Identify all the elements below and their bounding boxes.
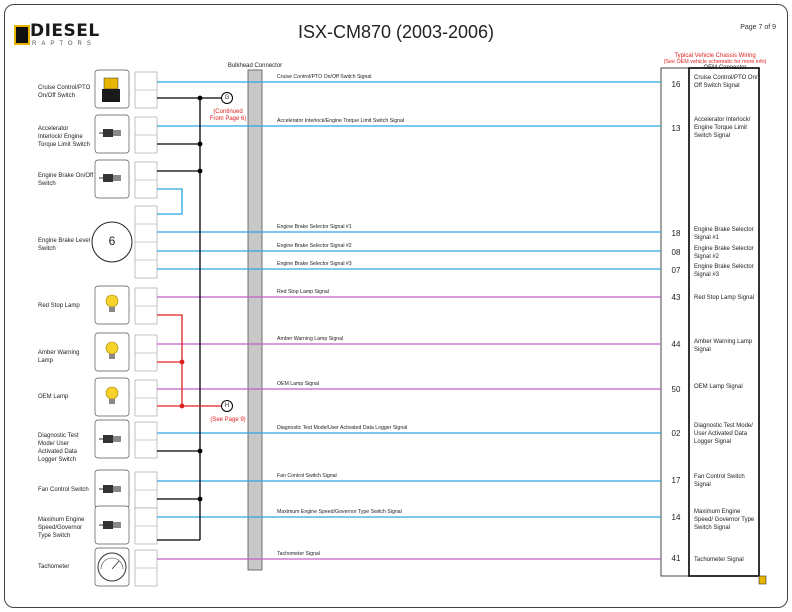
offpage-h-letter: H	[224, 403, 230, 409]
oem-signal-label: Amber Warning Lamp Signal	[694, 339, 753, 353]
component-label: Engine Brake On/Off Switch	[38, 173, 94, 187]
toggle-switch-icon	[99, 129, 121, 137]
component-label: Fan Control Switch	[38, 487, 89, 493]
offpage-g-note-line1: (Continued	[213, 109, 243, 115]
oem-connector-corner-icon	[758, 575, 767, 585]
oem-note-line1: Typical Vehicle Chassis Wiring	[674, 53, 756, 59]
logo-mark-icon	[14, 25, 30, 45]
lamp-power-bus	[157, 314, 183, 406]
signal-label: Red Stop Lamp Signal	[277, 289, 329, 295]
wire-brake-loop	[157, 188, 183, 215]
oem-pin-number: 41	[671, 554, 681, 563]
signal-label: Accelerator Interlock/Engine Torque Limi…	[277, 118, 405, 124]
toggle-switch-icon	[99, 485, 121, 493]
offpage-g-note-line2: From Page 6)	[209, 116, 247, 122]
oem-signal-label: Engine Brake Selector Signal #2	[694, 246, 754, 260]
page-title: ISX-CM870 (2003-2006)	[297, 22, 495, 42]
signal-label: Engine Brake Selector Signal #1	[277, 224, 352, 230]
rotary-selector-icon	[91, 221, 133, 263]
oem-signal-label: Maximum Engine Speed/ Governor Type Swit…	[694, 509, 755, 531]
bulkhead-connector-label: Bulkhead Connector	[227, 63, 283, 69]
oem-signal-label: Tachometer Signal	[694, 557, 744, 563]
oem-signal-label: Accelerator Interlock/ Engine Torque Lim…	[694, 117, 751, 139]
component-label: Cruise Control/PTO On/Off Switch	[38, 85, 91, 99]
oem-pin-number: 07	[671, 266, 681, 275]
offpage-h-note: (See Page 9)	[210, 417, 246, 423]
component-label: Diagnostic Test Mode/ User Activated Dat…	[38, 433, 79, 463]
signal-label: Diagnostic Test Mode/User Activated Data…	[277, 425, 408, 431]
oem-signal-label: Engine Brake Selector Signal #1	[694, 227, 754, 241]
toggle-switch-icon	[99, 174, 121, 182]
logo-main-text: DIESEL	[30, 21, 100, 41]
oem-pin-number: 14	[671, 513, 681, 522]
component-label: Accelerator Interlock/ Engine Torque Lim…	[38, 126, 91, 148]
oem-pin-number: 44	[671, 340, 681, 349]
diesel-raptors-logo: DIESEL RAPTORS	[14, 21, 100, 48]
oem-note-line2: (See OEM vehicle schematic for more info…	[663, 59, 767, 65]
page-frame	[4, 4, 788, 608]
oem-signal-label: Cruise Control/PTO On/ Off Switch Signal	[694, 75, 758, 89]
logo-sub-text: RAPTORS	[32, 41, 96, 47]
signal-label: Tachometer Signal	[277, 551, 320, 557]
oem-connector-pin-block	[660, 67, 690, 577]
signal-label: Engine Brake Selector Signal #2	[277, 243, 352, 249]
signal-label: Fan Control Switch Signal	[277, 473, 337, 479]
component-label: Tachometer	[38, 564, 70, 570]
oem-signal-label: Engine Brake Selector Signal #3	[694, 264, 754, 278]
offpage-connector-g	[221, 92, 233, 104]
lamp-icon	[105, 341, 119, 359]
oem-connector-frame	[688, 67, 760, 577]
signal-label: Amber Warning Lamp Signal	[277, 336, 344, 342]
gauge-icon	[97, 552, 127, 582]
rocker-switch-icon	[102, 77, 120, 102]
oem-signal-label: Fan Control Switch Signal	[694, 474, 745, 488]
component-label: Engine Brake Level Switch	[38, 238, 91, 252]
signal-label: OEM Lamp Signal	[277, 381, 320, 387]
signal-label: Engine Brake Selector Signal #3	[277, 261, 352, 267]
oem-pin-number: 16	[671, 80, 681, 89]
toggle-switch-icon	[99, 521, 121, 529]
lamp-icon	[105, 294, 119, 312]
oem-connector-label: OEM Connector	[703, 65, 747, 71]
offpage-connector-h	[221, 400, 233, 412]
component-label: OEM Lamp	[38, 394, 69, 400]
oem-pin-number: 17	[671, 476, 681, 485]
oem-signal-label: OEM Lamp Signal	[694, 384, 743, 390]
page-number: Page 7 of 9	[740, 24, 776, 31]
oem-pin-number: 02	[671, 429, 681, 438]
offpage-g-letter: G	[224, 95, 230, 101]
oem-pin-number: 13	[671, 124, 681, 133]
bulkhead-connector-bar	[247, 69, 263, 571]
oem-pin-number: 50	[671, 385, 681, 394]
brake-level-value: 6	[108, 234, 116, 248]
oem-pin-number: 08	[671, 248, 681, 257]
component-label: Red Stop Lamp	[38, 303, 80, 309]
oem-pin-number: 43	[671, 293, 681, 302]
oem-signal-label: Red Stop Lamp Signal	[694, 295, 755, 301]
signal-label: Cruise Control/PTO On/Off Switch Signal	[277, 74, 372, 80]
toggle-switch-icon	[99, 435, 121, 443]
component-label: Amber Warning Lamp	[38, 350, 80, 364]
lamp-icon	[105, 386, 119, 404]
oem-pin-number: 18	[671, 229, 681, 238]
oem-signal-label: Diagnostic Test Mode/ User Activated Dat…	[694, 423, 753, 445]
signal-label: Maximum Engine Speed/Governor Type Switc…	[277, 509, 402, 515]
component-label: Maximum Engine Speed/Governor Type Switc…	[38, 517, 85, 539]
